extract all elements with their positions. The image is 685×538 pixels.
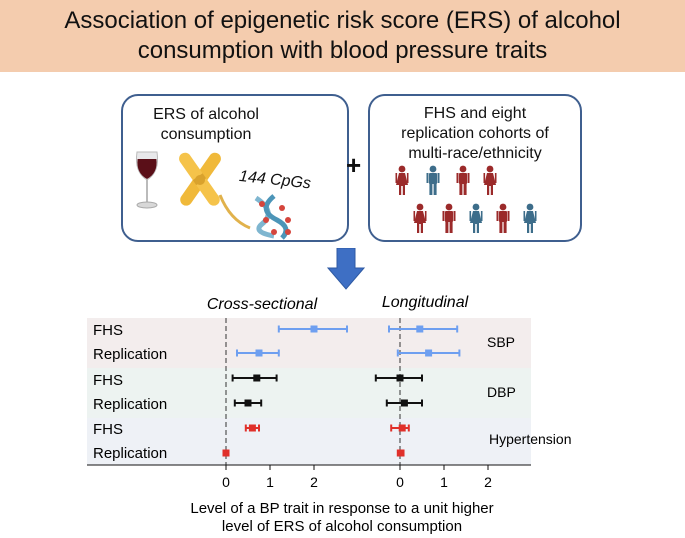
dbp-band [87,368,531,418]
trait-label-dbp: DBP [487,384,516,400]
cohorts-box-title: FHS and eight replication cohorts of mul… [370,104,580,164]
point-sbp-fhs-cross [310,325,318,333]
point-sbp-replication-cross [255,349,263,357]
point-dbp-fhs-cross [253,374,261,382]
point-hypertension-replication-long [397,449,405,457]
panel-title-cross-sectional: Cross-sectional [207,296,318,313]
point-hypertension-fhs-cross [248,424,256,432]
tick-label-cross-1: 1 [266,474,274,490]
title-line-1: Association of epigenetic risk score (ER… [64,7,621,34]
wine-glass-icon [136,151,158,209]
ers-box-title: ERS of alcohol consumption [131,105,281,145]
tick-label-long-0: 0 [396,474,404,490]
tick-label-long-1: 1 [440,474,448,490]
point-sbp-fhs-long [416,325,424,333]
tick-label-cross-0: 0 [222,474,230,490]
point-sbp-replication-long [425,349,433,357]
tick-label-cross-2: 2 [310,474,318,490]
trait-label-hypertension: Hypertension [489,431,572,447]
ers-box: ERS of alcohol consumption [121,94,349,242]
cohorts-title-line-3: multi-race/ethnicity [408,145,542,162]
cohorts-title-line-1: FHS and eight [423,105,527,122]
point-hypertension-replication-cross [222,449,230,457]
down-arrow-icon [327,248,365,290]
title-banner: Association of epigenetic risk score (ER… [0,0,685,72]
ers-title-line-1: ERS of alcohol [153,106,259,123]
x-axis-label-line-2: level of ERS of alcohol consumption [222,518,462,535]
plus-sign: + [346,150,362,180]
panel-title-longitudinal: Longitudinal [382,294,469,311]
dna-methylation-icon [254,194,291,240]
ers-title-line-2: consumption [160,126,252,143]
row-label-dbp-fhs: FHS [93,372,123,389]
x-axis-label-line-1: Level of a BP trait in response to a uni… [190,500,493,517]
row-label-sbp-replication: Replication [93,346,167,363]
point-dbp-fhs-long [396,374,404,382]
title-line-2: consumption with blood pressure traits [137,37,548,64]
point-dbp-replication-cross [244,399,252,407]
row-label-hypertension-fhs: FHS [93,421,123,438]
cohorts-title-line-2: replication cohorts of [401,125,549,142]
chromosome-icon [179,152,251,230]
tick-label-long-2: 2 [484,474,492,490]
point-hypertension-fhs-long [398,424,406,432]
trait-label-sbp: SBP [487,334,515,350]
row-label-hypertension-replication: Replication [93,445,167,462]
row-label-dbp-replication: Replication [93,396,167,413]
row-label-sbp-fhs: FHS [93,322,123,339]
hypertension-band [87,418,531,465]
point-dbp-replication-long [400,399,408,407]
